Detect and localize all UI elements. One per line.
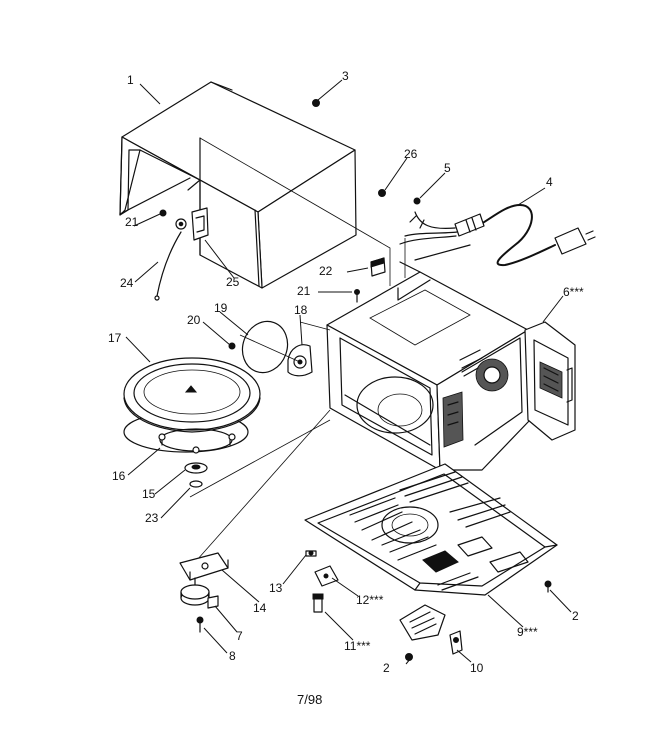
thermal-11: [312, 593, 324, 613]
latch-hardware: [154, 207, 209, 301]
bolt-13: [305, 550, 317, 557]
label-23: 23: [145, 511, 159, 525]
cabinet-screw: [312, 99, 320, 107]
label-3: 3: [342, 69, 349, 83]
oven-cavity: [326, 244, 531, 471]
label-2a: 2: [572, 609, 579, 623]
label-25: 25: [226, 275, 240, 289]
label-17: 17: [108, 331, 122, 345]
label-14: 14: [253, 601, 267, 615]
label-4: 4: [546, 175, 553, 189]
label-20: 20: [187, 313, 201, 327]
motor-screw: [196, 616, 204, 633]
bracket-12: [314, 565, 339, 587]
label-11: 11***: [344, 639, 371, 653]
outer-cabinet: [119, 81, 357, 289]
label-16: 16: [112, 469, 126, 483]
label-7: 7: [236, 629, 243, 643]
control-panel: [524, 321, 576, 441]
label-5: 5: [444, 161, 451, 175]
stirrer-cover: [228, 320, 313, 377]
wire-harness: [399, 197, 458, 245]
label-8: 8: [229, 649, 236, 663]
roller-ring: [158, 428, 236, 454]
label-22: 22: [319, 264, 333, 278]
part-labels: 1 3 26 5 4 6*** 22 21 21 24 25 19 20 18 …: [108, 69, 584, 675]
base-plate: [304, 463, 558, 596]
label-10: 10: [470, 661, 484, 675]
label-1: 1: [127, 73, 134, 87]
power-cord: [454, 204, 596, 267]
label-6: 6***: [563, 285, 584, 299]
motor-bracket: [179, 552, 229, 581]
label-15: 15: [142, 487, 156, 501]
leader-lines: [125, 79, 572, 665]
assembly-lines: [189, 137, 406, 561]
label-2b: 2: [383, 661, 390, 675]
label-26: 26: [404, 147, 418, 161]
label-18: 18: [294, 303, 308, 317]
fan-cover: [399, 604, 463, 655]
screw-26: [378, 189, 386, 197]
label-9: 9***: [517, 625, 538, 639]
label-13: 13: [269, 581, 283, 595]
label-21b: 21: [297, 284, 311, 298]
label-12: 12***: [356, 593, 384, 607]
label-19: 19: [214, 301, 228, 315]
footer-date: 7/98: [297, 692, 322, 707]
label-21a: 21: [125, 215, 139, 229]
motor: [180, 577, 219, 609]
turntable: [123, 357, 261, 453]
switch-22: [354, 257, 386, 303]
coupler-15-23: [184, 462, 208, 488]
label-24: 24: [120, 276, 134, 290]
